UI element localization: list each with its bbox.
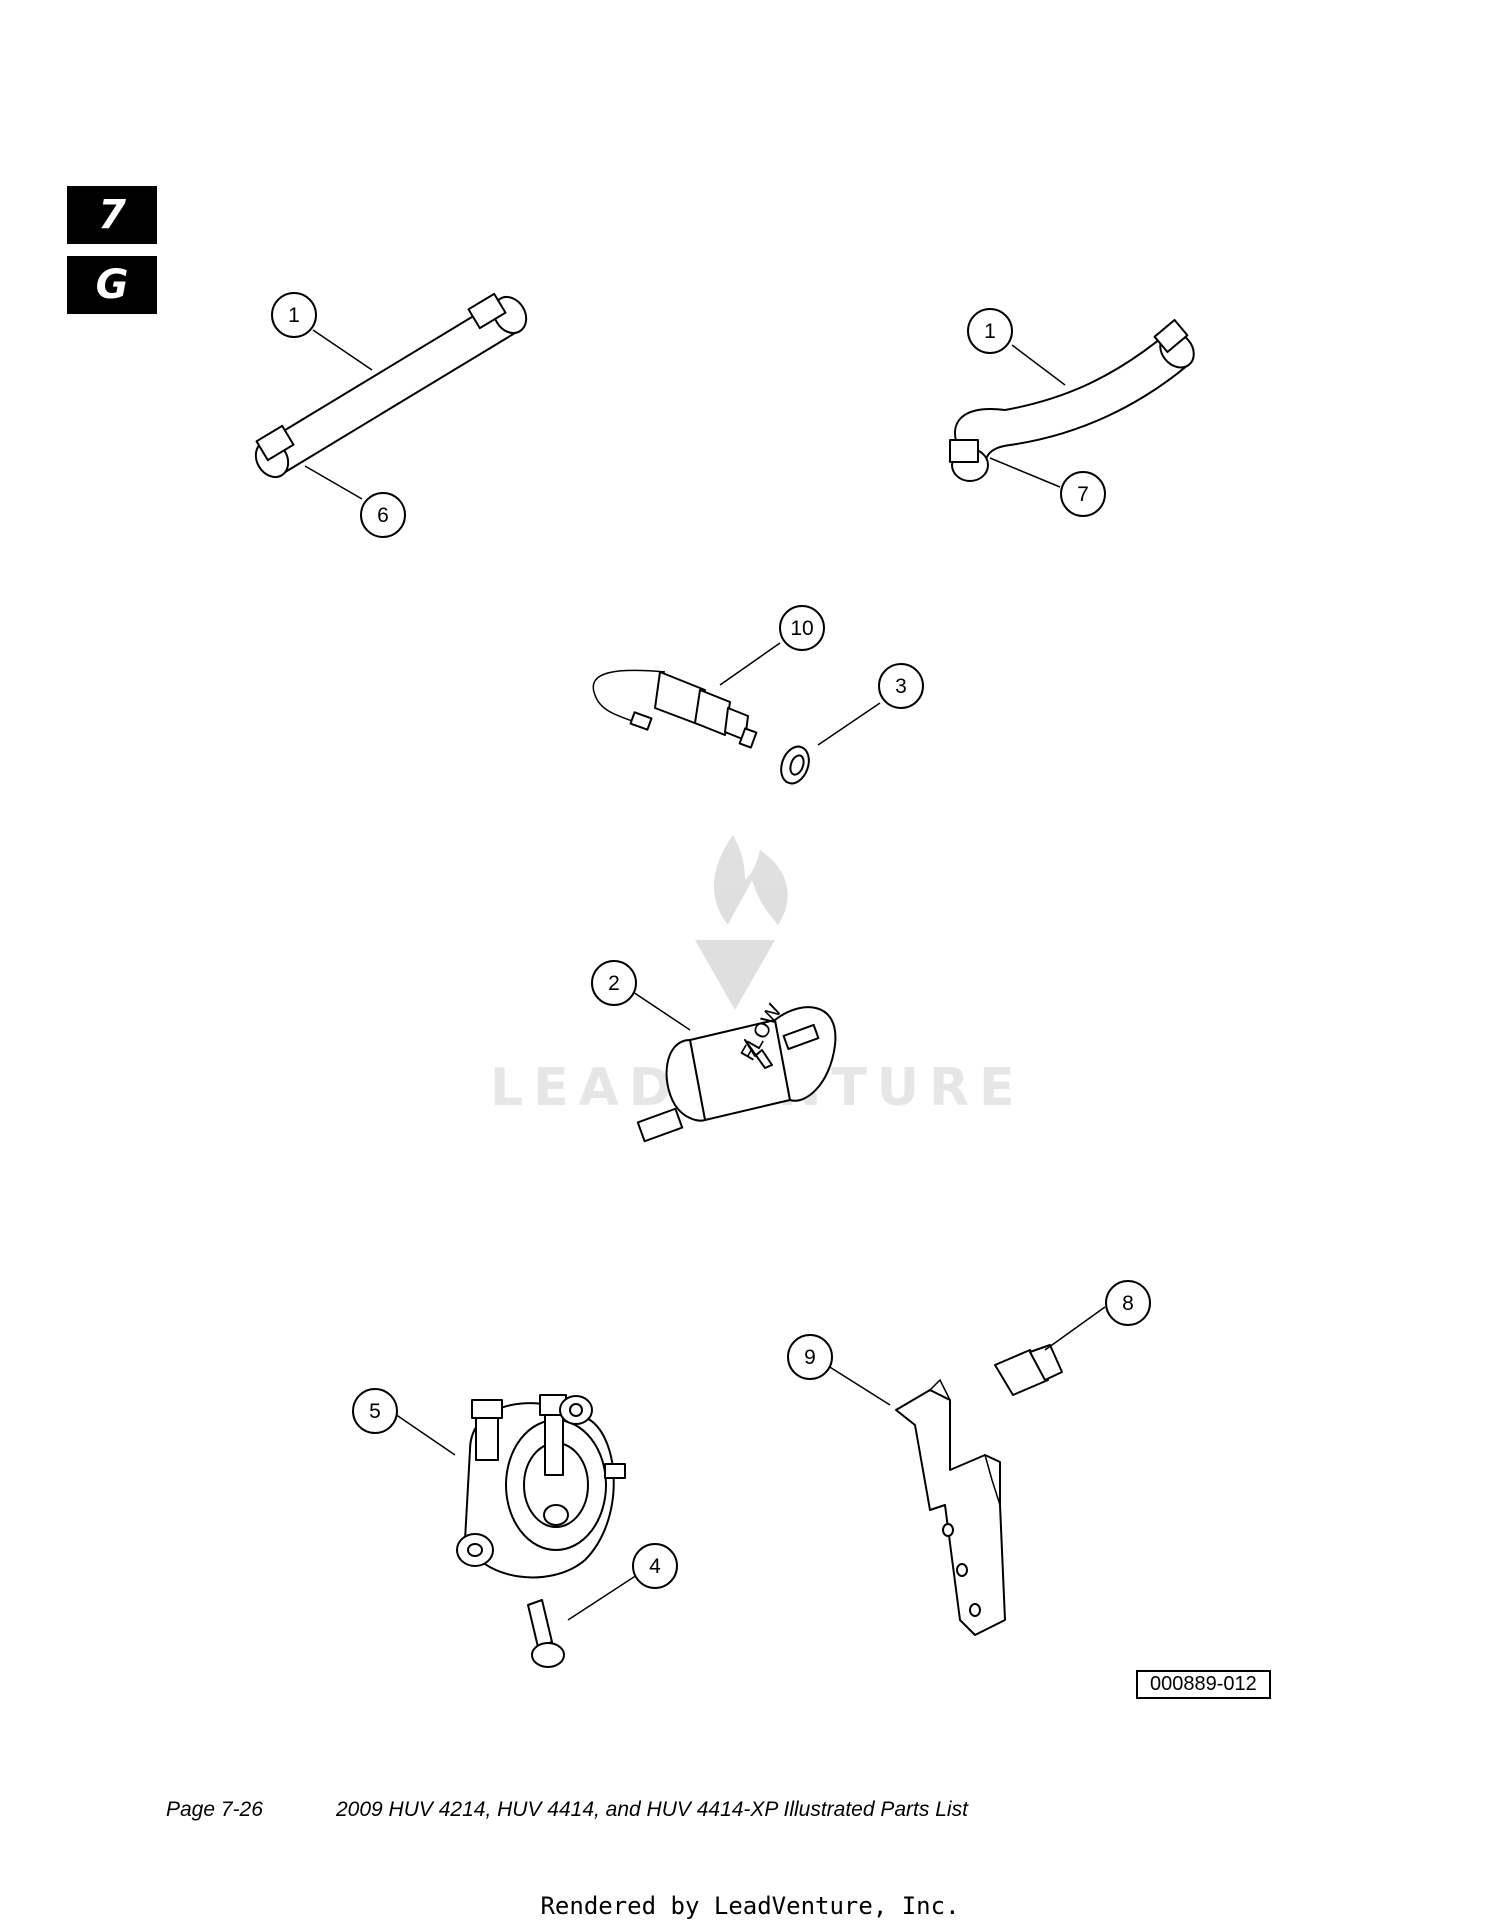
callout-5: 5 <box>352 1388 398 1434</box>
callout-10: 10 <box>779 605 825 651</box>
document-title: 2009 HUV 4214, HUV 4414, and HUV 4414-XP… <box>336 1798 968 1821</box>
rendered-by-credit: Rendered by LeadVenture, Inc. <box>540 1892 960 1920</box>
callout-9: 9 <box>787 1334 833 1380</box>
straight-hose-part <box>254 292 528 479</box>
callout-1-top-right: 1 <box>967 308 1013 354</box>
callout-label: 10 <box>790 617 813 640</box>
sensor-part <box>592 669 758 749</box>
section-tab: 7 <box>67 186 157 244</box>
callout-1-top-left: 1 <box>271 292 317 338</box>
watermark-logo-icon <box>695 835 788 1010</box>
bent-hose-part <box>949 318 1195 482</box>
page-number: Page 7-26 <box>166 1798 263 1821</box>
callout-2: 2 <box>591 960 637 1006</box>
bolt-part <box>527 1599 565 1668</box>
callout-label: 8 <box>1122 1292 1134 1315</box>
callout-label: 5 <box>369 1400 381 1423</box>
subsection-tab: G <box>67 256 157 314</box>
callout-label: 4 <box>649 1555 661 1578</box>
callout-label: 1 <box>984 320 996 343</box>
callout-label: 6 <box>377 504 389 527</box>
callout-label: 2 <box>608 972 620 995</box>
fuel-pump-part <box>456 1394 626 1579</box>
callout-label: 3 <box>895 675 907 698</box>
callout-8: 8 <box>1105 1280 1151 1326</box>
callout-3: 3 <box>878 663 924 709</box>
bracket-part <box>895 1378 1006 1636</box>
callout-label: 9 <box>804 1346 816 1369</box>
callout-label: 1 <box>288 304 300 327</box>
fuel-filter-part <box>636 1006 837 1143</box>
fitting-part <box>994 1344 1063 1396</box>
washer-part <box>780 745 810 785</box>
callout-7: 7 <box>1060 471 1106 517</box>
leader-lines <box>304 329 1106 1621</box>
callout-4: 4 <box>632 1543 678 1589</box>
callout-6: 6 <box>360 492 406 538</box>
callout-label: 7 <box>1077 483 1089 506</box>
figure-id-box: 000889-012 <box>1136 1670 1271 1699</box>
